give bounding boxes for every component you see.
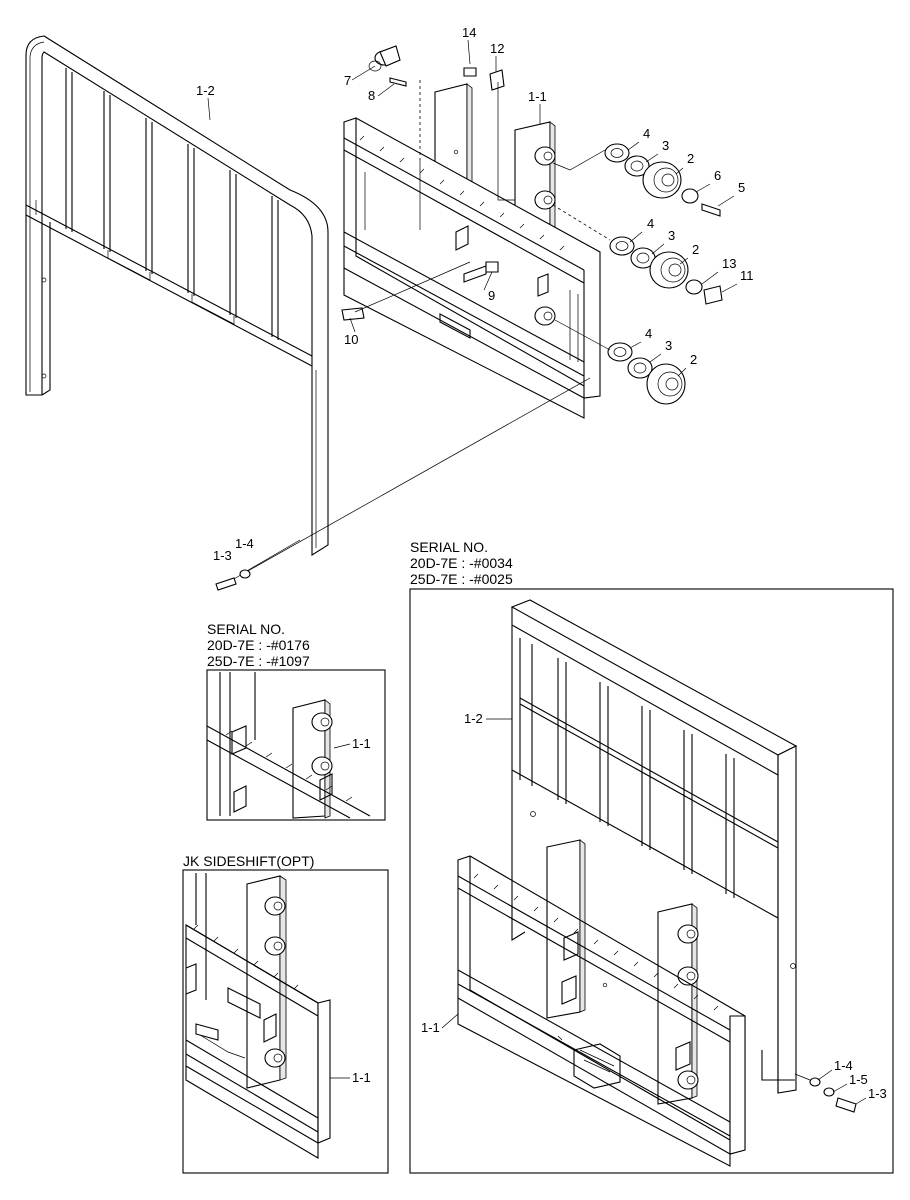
label-4b: 4 [647, 216, 654, 231]
label-1-1: 1-1 [528, 89, 547, 104]
inset-jk-sideshift: JK SIDESHIFT(OPT) 1-1 [182, 853, 389, 1174]
inset-serial-0176: SERIAL NO. 20D-7E : -#0176 25D-7E : -#10… [206, 621, 386, 821]
inset-left-serial-line1: 20D-7E : -#0176 [207, 637, 310, 653]
inset-right-backrest [510, 599, 798, 1094]
label-10: 10 [344, 332, 358, 347]
label-1-4: 1-4 [235, 536, 254, 551]
inset-right-fasteners [794, 1073, 857, 1113]
label-2c: 2 [690, 352, 697, 367]
inset-jk-header: JK SIDESHIFT(OPT) [183, 853, 314, 869]
label-13: 13 [722, 256, 736, 271]
inset-left-frame [206, 669, 386, 821]
inset-right-label-1-5: 1-5 [849, 1072, 868, 1087]
label-7: 7 [344, 73, 351, 88]
exploded-bearings-row2 [609, 236, 723, 305]
label-4a: 4 [643, 126, 650, 141]
label-1-3: 1-3 [213, 548, 232, 563]
exploded-bearings-row1 [604, 143, 721, 217]
inset-right-serial-line2: 25D-7E : -#0025 [410, 571, 513, 587]
inset-right-frame [409, 588, 894, 1174]
label-4c: 4 [645, 326, 652, 341]
label-14: 14 [462, 25, 476, 40]
inset-right-label-1-2: 1-2 [464, 711, 483, 726]
inset-right-label-1-4: 1-4 [834, 1058, 853, 1073]
label-11: 11 [740, 268, 754, 283]
carriage [343, 83, 601, 419]
inset-serial-0034: SERIAL NO. 20D-7E : -#0034 25D-7E : -#00… [409, 539, 894, 1174]
label-5: 5 [738, 180, 745, 195]
inset-jk-label-1-1: 1-1 [352, 1070, 371, 1085]
label-8: 8 [368, 88, 375, 103]
label-6: 6 [714, 168, 721, 183]
inset-right-serial-line1: 20D-7E : -#0034 [410, 555, 513, 571]
label-1-2: 1-2 [196, 83, 215, 98]
inset-right-label-1-1: 1-1 [421, 1020, 440, 1035]
inset-jk-frame [182, 869, 389, 1174]
bottom-fasteners [215, 569, 251, 591]
label-3b: 3 [668, 228, 675, 243]
label-2a: 2 [687, 151, 694, 166]
inset-left-serial-line2: 25D-7E : -#1097 [207, 653, 310, 669]
label-3c: 3 [665, 338, 672, 353]
inset-right-carriage [457, 839, 795, 1167]
label-9: 9 [488, 288, 495, 303]
inset-right-label-1-3: 1-3 [868, 1086, 887, 1101]
exploded-bearings-row3 [607, 342, 686, 405]
load-backrest [25, 35, 329, 556]
top-small-parts [341, 45, 505, 321]
inset-left-label-1-1: 1-1 [352, 736, 371, 751]
label-12: 12 [490, 41, 504, 56]
label-2b: 2 [692, 242, 699, 257]
carriage-rollers [534, 146, 556, 326]
inset-left-serial-header: SERIAL NO. [207, 621, 285, 637]
assembly-lines [231, 80, 611, 581]
label-3a: 3 [662, 138, 669, 153]
carriage-notches [359, 135, 565, 251]
inset-right-serial-header: SERIAL NO. [410, 539, 488, 555]
part-labels: 1-2 1-1 14 12 7 8 4 3 2 6 5 4 3 2 13 11 … [196, 25, 754, 563]
backrest-bars [65, 68, 279, 340]
